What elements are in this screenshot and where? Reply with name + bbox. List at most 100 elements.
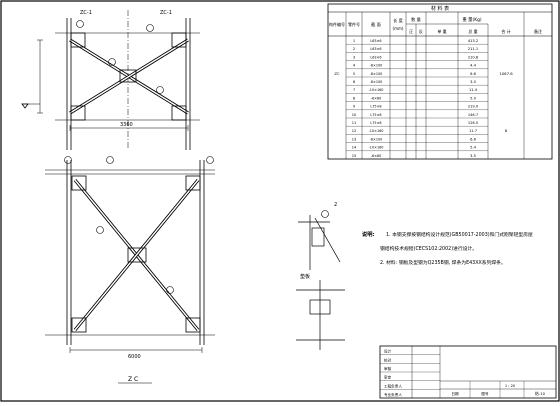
cell-section: -10×160	[369, 146, 384, 150]
cell-part-no: 9	[353, 105, 356, 109]
cell-section: -8×100	[370, 72, 383, 76]
brace-b-inner	[69, 39, 189, 114]
header-weight-single: 单 重	[437, 28, 446, 34]
callout-circle	[206, 156, 214, 164]
gusset-tr	[185, 175, 201, 191]
detail-views	[296, 210, 345, 350]
cell-part-no: 2	[353, 47, 355, 51]
header-qty-neg: 反	[419, 28, 423, 34]
notes-line1: 1. 本钢支撑按钢结构设计规范(GB50017-2003)和门式刚架轻型房屋	[386, 231, 533, 238]
table-border	[327, 3, 553, 160]
callout-circle	[146, 24, 154, 32]
header-qty: 数 量	[411, 16, 421, 23]
cell-part-no: 10	[352, 113, 357, 117]
cell-group-total: 1067.6	[499, 71, 513, 76]
cell-total-weight: 11.4	[469, 88, 478, 92]
cell-total-weight: 11.7	[469, 129, 477, 133]
cell-section: L75×8	[370, 113, 381, 117]
cell-section: -10×160	[369, 88, 384, 92]
header-remark: 备注	[534, 28, 542, 34]
header-length: 长 度	[393, 17, 404, 24]
title-row-label: 工程负责人	[384, 383, 402, 388]
cell-part-no: 8	[353, 96, 356, 100]
cell-part-no: 12	[352, 129, 357, 133]
title-sheet-no: 结-10	[535, 391, 546, 396]
title-row-label: 审定	[384, 375, 392, 380]
bottom-dimension: 6000	[128, 354, 141, 360]
cell-section: L75×8	[370, 105, 381, 109]
cell-section: L63×6	[370, 39, 381, 43]
header-total: 合 计	[501, 28, 510, 34]
title-row-label: 校对	[384, 357, 392, 362]
detail-plate	[309, 299, 331, 315]
top-label-left: ZC-1	[80, 10, 92, 16]
header-weight-total: 总 重	[468, 28, 477, 34]
cell-total-weight: 126.5	[468, 121, 478, 125]
cell-section: -6×80	[371, 96, 382, 100]
cell-section: L63×6	[370, 55, 381, 59]
cell-part-no: 4	[353, 64, 356, 68]
cell-section: -10×160	[369, 129, 384, 133]
callout-circle	[166, 286, 174, 294]
cell-total-weight: 4.4	[470, 64, 476, 68]
callout-circle	[108, 58, 116, 66]
cell-section: -6×80	[371, 154, 382, 158]
cell-part-no: 14	[352, 146, 357, 150]
title-row-label: 设计	[384, 349, 392, 354]
cell-part-no: 1	[353, 39, 355, 43]
cell-total-weight: 211.1	[468, 47, 478, 51]
gusset-tl	[71, 175, 87, 191]
top-label-right: ZC-1	[160, 10, 172, 16]
cell-part-no: 3	[353, 55, 355, 59]
top-dimension: 3360	[120, 122, 133, 128]
cell-section: L63×6	[370, 47, 381, 51]
cell-part-no: 15	[352, 154, 357, 158]
callout-circle	[321, 210, 329, 218]
callout-circle	[64, 156, 72, 164]
side-label: 垫板	[300, 273, 310, 280]
header-part-no: 零件号	[348, 21, 360, 27]
gusset-center	[119, 69, 137, 83]
callout-circle	[156, 86, 164, 94]
cell-part-no: 7	[353, 88, 355, 92]
title-row-label: 专业负责人	[384, 392, 402, 397]
cell-total-weight: 5.4	[470, 146, 476, 150]
cell-total-weight: 413.2	[468, 39, 478, 43]
header-length-unit: (mm)	[393, 26, 404, 31]
title-scale: 1 : 20	[505, 384, 516, 388]
cell-total-weight: 5.0	[470, 96, 476, 100]
table-title: 材 料 表	[431, 5, 449, 12]
title-drawing-no-label: 图号	[481, 391, 489, 396]
detail-plate	[311, 227, 325, 247]
top-bracing-elevation	[21, 10, 200, 150]
cell-total-weight: 3.0	[470, 80, 476, 84]
cell-total-weight: 6.6	[470, 72, 476, 76]
cell-total-weight: 6.6	[470, 137, 476, 141]
gusset-bl	[71, 317, 87, 333]
cell-total-weight: 146.7	[468, 113, 478, 117]
cell-section: -8×100	[370, 137, 383, 141]
view-label: Z C	[128, 376, 138, 383]
cell-group-total: 8	[505, 128, 508, 133]
notes-line3: 2. 材料: 钢板及型钢为Q235B钢, 焊条为E43XX系列焊条。	[380, 259, 506, 266]
cell-section: -8×100	[370, 64, 383, 68]
header-member-no: 构件编号	[329, 21, 345, 27]
node-label: 2	[334, 202, 337, 208]
gusset-br	[185, 317, 201, 333]
detail-line	[314, 217, 341, 263]
callout-circle	[76, 20, 84, 28]
header-weight: 重 量(Kg)	[462, 16, 482, 23]
cell-part-no: 11	[352, 121, 357, 125]
title-block: 设计校对审核审定工程负责人专业负责人1 : 20图号结-10日期	[379, 345, 557, 399]
gusset-center	[127, 247, 147, 263]
cell-total-weight: 210.8	[468, 55, 479, 59]
title-row-label: 审核	[384, 366, 392, 371]
notes-line2: 钢结构技术规程(CECS102:2002)进行设计。	[380, 245, 477, 252]
long-brace-b-inner	[74, 179, 199, 331]
bottom-bracing-elevation	[45, 156, 215, 384]
notes-heading: 说明:	[362, 230, 374, 238]
callout-circle	[106, 156, 114, 164]
